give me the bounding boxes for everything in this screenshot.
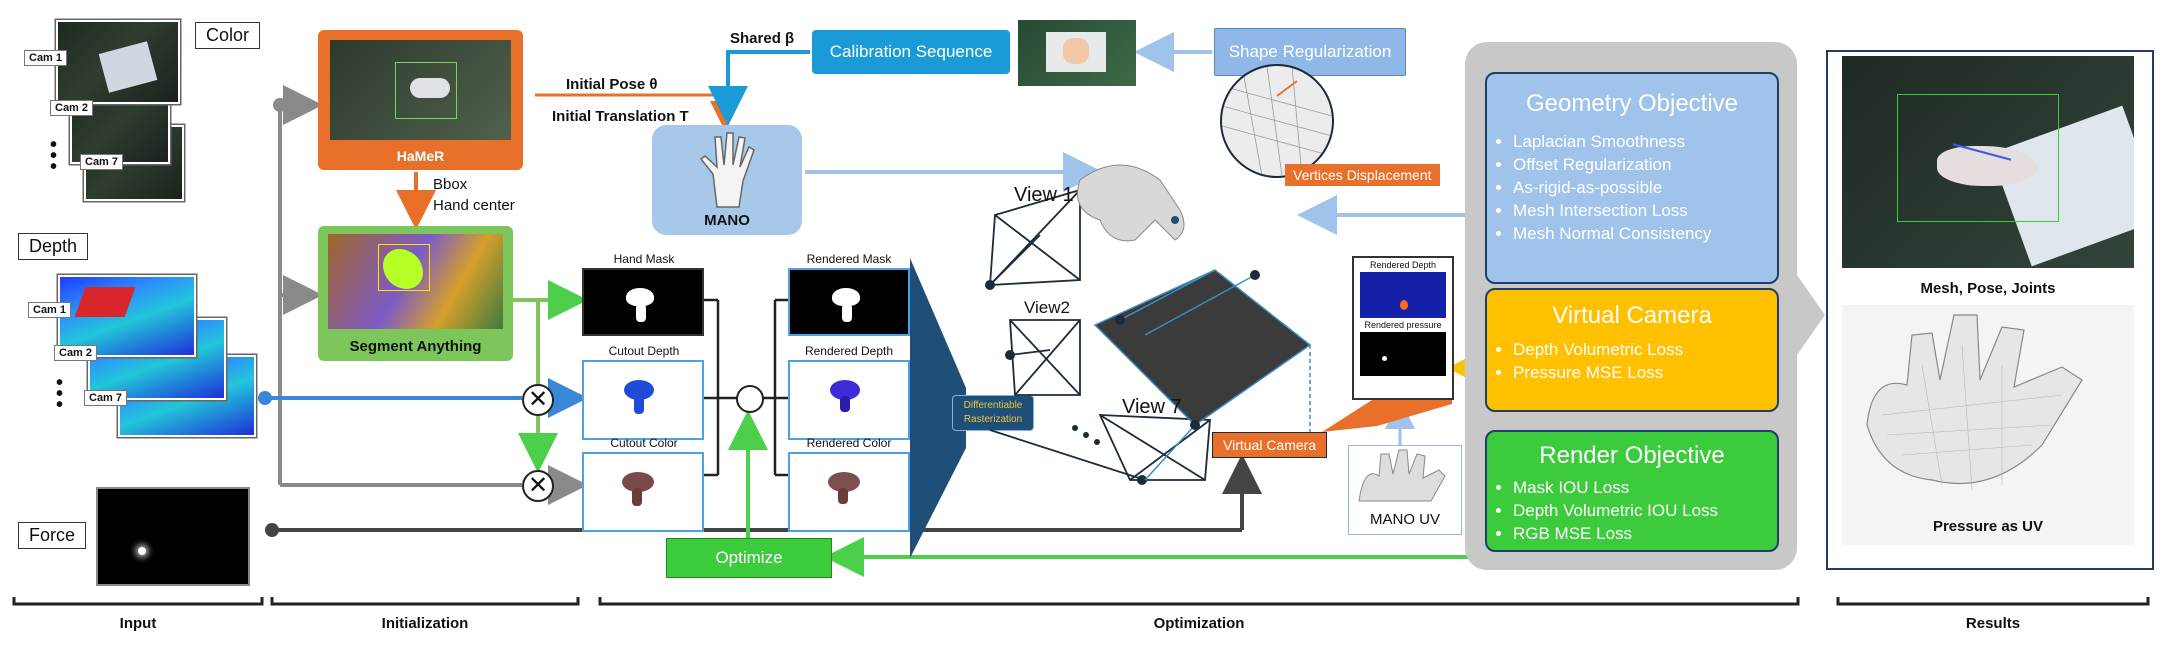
mano-hand-icon xyxy=(699,132,755,208)
diff-raster-line2: Rasterization xyxy=(963,414,1023,425)
geometry-item-2: Offset Regularization xyxy=(1513,153,1777,176)
diff-raster-line1: Differentiable xyxy=(963,400,1023,411)
depth-label: Depth xyxy=(18,233,89,260)
multiply-node-depth: ✕ xyxy=(522,384,554,416)
virtual-camera-box: Virtual Camera xyxy=(1212,432,1328,458)
phase-optimization: Optimization xyxy=(1153,615,1245,632)
shared-beta-label: Shared β xyxy=(730,30,795,47)
render-item-3: RGB MSE Loss xyxy=(1513,522,1777,545)
hand-mask-image xyxy=(582,268,704,336)
mano-uv-panel: MANO UV xyxy=(1348,445,1462,535)
initial-pose-label: Initial Pose θ xyxy=(566,76,658,93)
hand-center-label: Hand center xyxy=(433,197,515,214)
hamer-box: HaMeR xyxy=(318,30,523,170)
result-mesh-image xyxy=(1842,56,2134,268)
geometry-item-4: Mesh Intersection Loss xyxy=(1513,199,1777,222)
phase-results: Results xyxy=(1965,615,2021,632)
virtual-camera-objective-panel: Virtual Camera Depth Volumetric Loss Pre… xyxy=(1485,288,1779,412)
phase-initialization: Initialization xyxy=(381,615,469,632)
hamer-label: HaMeR xyxy=(396,148,445,164)
differentiable-rasterization-box: Differentiable Rasterization xyxy=(952,395,1034,431)
rendered-depth-image xyxy=(788,360,910,440)
virtual-render-panel: Rendered Depth Rendered pressure xyxy=(1352,256,1454,400)
mano-uv-label: MANO UV xyxy=(1369,511,1440,528)
cutout-depth-caption: Cutout Depth xyxy=(608,344,680,358)
ellipsis-color: ••• xyxy=(50,134,58,178)
geometry-objective-panel: Geometry Objective Laplacian Smoothness … xyxy=(1485,72,1779,284)
rendered-depth-mini-caption: Rendered Depth xyxy=(1369,260,1437,270)
pressure-uv-mesh-icon xyxy=(1866,314,2083,491)
pressure-uv-label: Pressure as UV xyxy=(1932,518,2044,535)
render-item-1: Mask IOU Loss xyxy=(1513,476,1777,499)
cam-tag-color-1: Cam 1 xyxy=(24,50,68,66)
cam-tag-depth-7: Cam 7 xyxy=(84,390,128,406)
view1-label: View 1 xyxy=(1014,184,1074,206)
cutout-color-image xyxy=(582,452,704,532)
rendered-pressure-mini-caption: Rendered pressure xyxy=(1364,320,1442,330)
force-image xyxy=(96,487,250,586)
virtual-camera-objective-title: Virtual Camera xyxy=(1552,302,1712,329)
rasterization-funnel xyxy=(910,258,966,558)
render-item-2: Depth Volumetric IOU Loss xyxy=(1513,499,1777,522)
view7-label: View 7 xyxy=(1122,396,1182,418)
sam-box: Segment Anything xyxy=(318,226,513,361)
virtual-camera-item-2: Pressure MSE Loss xyxy=(1513,361,1777,384)
rendered-depth-mini-image xyxy=(1360,272,1446,318)
rendered-mask-caption: Rendered Mask xyxy=(806,252,892,266)
mesh-pose-joints-label: Mesh, Pose, Joints xyxy=(1920,280,2056,297)
ellipsis-depth: ••• xyxy=(56,372,64,416)
vertices-zoom-circle xyxy=(1220,64,1334,178)
color-label: Color xyxy=(195,22,261,49)
optimize-box: Optimize xyxy=(666,538,832,578)
calibration-image xyxy=(1018,20,1136,86)
geometry-objective-title: Geometry Objective xyxy=(1525,90,1739,117)
rendered-mask-image xyxy=(788,268,910,336)
sam-label: Segment Anything xyxy=(349,338,482,355)
vertices-displacement-box: Vertices Displacement xyxy=(1285,164,1440,186)
cam-tag-color-7: Cam 7 xyxy=(80,154,124,170)
mano-uv-mesh-icon xyxy=(1358,449,1446,502)
rendered-pressure-mini-image xyxy=(1360,332,1446,376)
geometry-item-1: Laplacian Smoothness xyxy=(1513,130,1777,153)
phase-input: Input xyxy=(119,615,157,632)
depth-image-cam1 xyxy=(58,275,196,357)
mano-box: MANO xyxy=(652,125,802,235)
render-objective-title: Render Objective xyxy=(1539,442,1725,469)
view2-label: View2 xyxy=(1024,298,1070,317)
cutout-depth-image xyxy=(582,360,704,440)
rendered-color-caption: Rendered Color xyxy=(806,436,892,450)
initial-translation-label: Initial Translation T xyxy=(552,108,689,125)
rendered-color-image xyxy=(788,452,910,532)
cutout-color-caption: Cutout Color xyxy=(610,436,678,450)
force-label: Force xyxy=(18,522,87,549)
color-image-cam1 xyxy=(56,20,180,104)
bbox-label: Bbox xyxy=(433,176,468,193)
geometry-item-5: Mesh Normal Consistency xyxy=(1513,222,1777,245)
cam-tag-depth-2: Cam 2 xyxy=(54,345,98,361)
geometry-item-3: As-rigid-as-possible xyxy=(1513,176,1777,199)
phase-brackets xyxy=(12,597,2150,606)
calibration-sequence-box: Calibration Sequence xyxy=(812,30,1010,74)
cam-tag-color-2: Cam 2 xyxy=(50,100,94,116)
virtual-camera-wedge xyxy=(1322,400,1452,432)
mano-label: MANO xyxy=(704,212,750,229)
cam-tag-depth-1: Cam 1 xyxy=(28,302,72,318)
rendered-depth-caption: Rendered Depth xyxy=(804,344,894,358)
comparison-node xyxy=(736,385,764,413)
multiply-node-color: ✕ xyxy=(522,470,554,502)
hand-mask-caption: Hand Mask xyxy=(613,252,675,266)
result-pressure-uv-image xyxy=(1842,305,2134,545)
camera-views-scene xyxy=(985,164,1312,485)
virtual-camera-item-1: Depth Volumetric Loss xyxy=(1513,338,1777,361)
render-objective-panel: Render Objective Mask IOU Loss Depth Vol… xyxy=(1485,430,1779,552)
shape-regularization-box: Shape Regularization xyxy=(1214,28,1406,76)
